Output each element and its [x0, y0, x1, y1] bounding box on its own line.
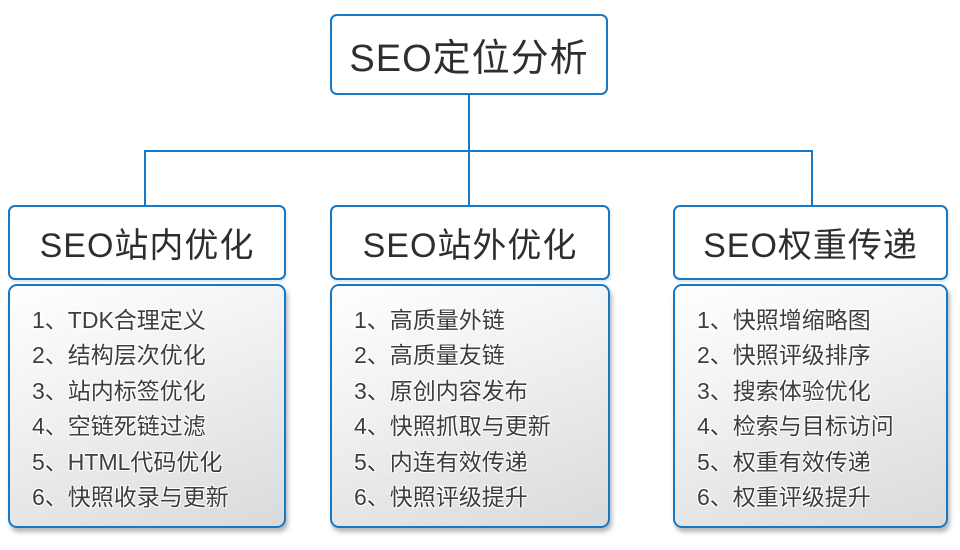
branch-weight-transfer: SEO权重传递 1、快照增缩略图 2、快照评级排序 3、搜索体验优化 4、检索与… — [673, 205, 948, 528]
list-item: 2、结构层次优化 — [32, 342, 206, 369]
list-item: 4、快照抓取与更新 — [354, 413, 551, 440]
list-item: 6、快照评级提升 — [354, 484, 528, 511]
branch-list-offsite: 1、高质量外链 2、高质量友链 3、原创内容发布 4、快照抓取与更新 5、内连有… — [330, 284, 610, 528]
branch-list-onsite: 1、TDK合理定义 2、结构层次优化 3、站内标签优化 4、空链死链过滤 5、H… — [8, 284, 286, 528]
list-item: 5、HTML代码优化 — [32, 448, 223, 475]
connector-drop-line-right — [811, 150, 813, 206]
list-item: 4、检索与目标访问 — [697, 413, 894, 440]
list-item: 4、空链死链过滤 — [32, 413, 206, 440]
branch-title: SEO站内优化 — [39, 227, 255, 265]
list-item: 3、搜索体验优化 — [697, 377, 871, 404]
list-item: 2、高质量友链 — [354, 342, 505, 369]
root-node-title: SEO定位分析 — [349, 38, 589, 80]
branch-title: SEO权重传递 — [703, 227, 918, 265]
list-item: 3、站内标签优化 — [32, 377, 206, 404]
list-item: 1、TDK合理定义 — [32, 306, 206, 333]
branch-header-weight: SEO权重传递 — [673, 205, 948, 280]
list-item: 1、高质量外链 — [354, 306, 505, 333]
connector-drop-line-left — [144, 150, 146, 206]
connector-crossbar-line — [144, 150, 813, 152]
branch-header-onsite: SEO站内优化 — [8, 205, 286, 280]
branch-onsite-optimization: SEO站内优化 1、TDK合理定义 2、结构层次优化 3、站内标签优化 4、空链… — [8, 205, 286, 528]
connector-drop-line-middle — [468, 150, 470, 206]
connector-stem-line — [468, 95, 470, 151]
branch-header-offsite: SEO站外优化 — [330, 205, 610, 280]
list-item: 1、快照增缩略图 — [697, 306, 871, 333]
list-item: 5、权重有效传递 — [697, 448, 871, 475]
list-item: 2、快照评级排序 — [697, 342, 871, 369]
list-item: 6、快照收录与更新 — [32, 484, 229, 511]
list-item: 3、原创内容发布 — [354, 377, 528, 404]
root-node-seo-positioning-analysis: SEO定位分析 — [330, 14, 608, 95]
list-item: 5、内连有效传递 — [354, 448, 528, 475]
list-item: 6、权重评级提升 — [697, 484, 871, 511]
branch-title: SEO站外优化 — [362, 227, 578, 265]
branch-list-weight: 1、快照增缩略图 2、快照评级排序 3、搜索体验优化 4、检索与目标访问 5、权… — [673, 284, 948, 528]
branch-offsite-optimization: SEO站外优化 1、高质量外链 2、高质量友链 3、原创内容发布 4、快照抓取与… — [330, 205, 610, 528]
